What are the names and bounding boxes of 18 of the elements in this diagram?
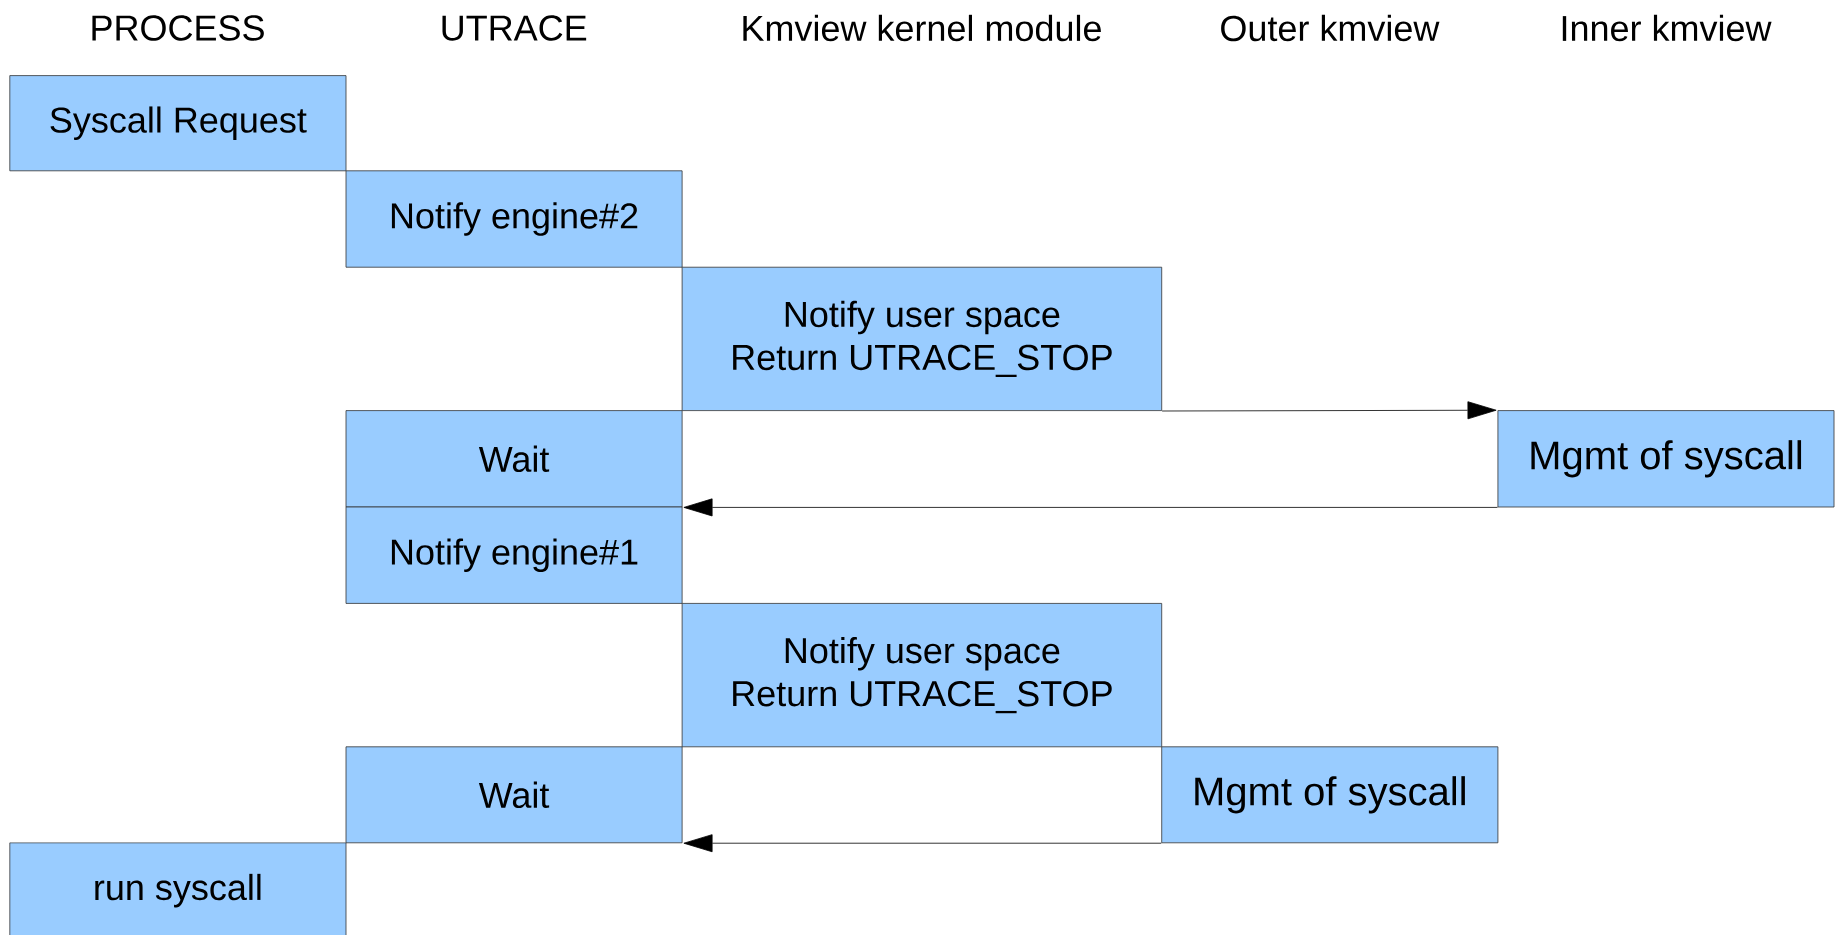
process-box: Mgmt of syscall <box>1497 410 1835 508</box>
process-box: Syscall Request <box>9 75 347 172</box>
process-box: Notify user space Return UTRACE_STOP <box>681 266 1163 411</box>
column-header: Inner kmview <box>1562 14 1772 42</box>
column-header: Outer kmview <box>1221 14 1440 42</box>
column-header: PROCESS <box>92 15 264 41</box>
arrow <box>683 834 1162 853</box>
process-box: run syscall <box>9 842 347 935</box>
process-box: Notify user space Return UTRACE_STOP <box>681 603 1163 748</box>
process-box: Wait <box>345 410 683 508</box>
process-box: Notify engine#1 <box>345 506 683 604</box>
column-header: UTRACE <box>442 15 587 41</box>
arrow <box>1161 401 1497 420</box>
column-header: Kmview kernel module <box>743 14 1101 42</box>
arrow <box>683 498 1498 517</box>
process-box: Mgmt of syscall <box>1161 746 1499 844</box>
process-box: Notify engine#2 <box>345 170 683 268</box>
process-box: Wait <box>345 746 683 844</box>
